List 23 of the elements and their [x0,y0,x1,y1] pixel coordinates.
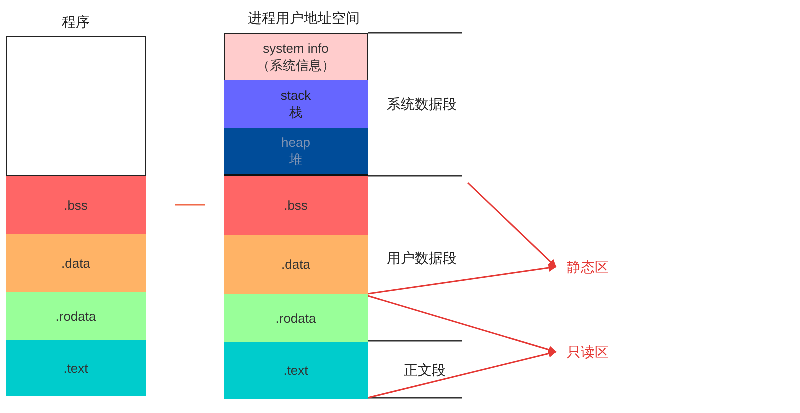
arrow [467,182,557,268]
region-label: 静态区 [566,255,610,279]
segment-box: .text [6,340,146,396]
region-label: 只读区 [566,340,610,364]
segment-box: .bss [6,176,146,234]
segment-box: heap 堆 [224,128,368,176]
segment-label: 系统数据段 [382,94,462,114]
program-box [6,36,146,176]
column-heading: 进程用户地址空间 [248,10,360,28]
segment-box: .data [6,234,146,292]
arrow [368,350,557,399]
segment-label: 用户数据段 [382,248,462,268]
segment-box: .rodata [224,294,368,342]
segment-box: system info （系统信息） [224,33,368,80]
segment-box: stack 栈 [224,80,368,128]
segment-box: .rodata [6,292,146,340]
segment-label: 正文段 [395,360,455,380]
segment-box: .text [224,342,368,399]
arrow [368,264,557,295]
segment-box: .bss [224,176,368,235]
column-heading: 程序 [62,14,90,32]
segment-box: .data [224,235,368,294]
arrow [368,295,557,354]
